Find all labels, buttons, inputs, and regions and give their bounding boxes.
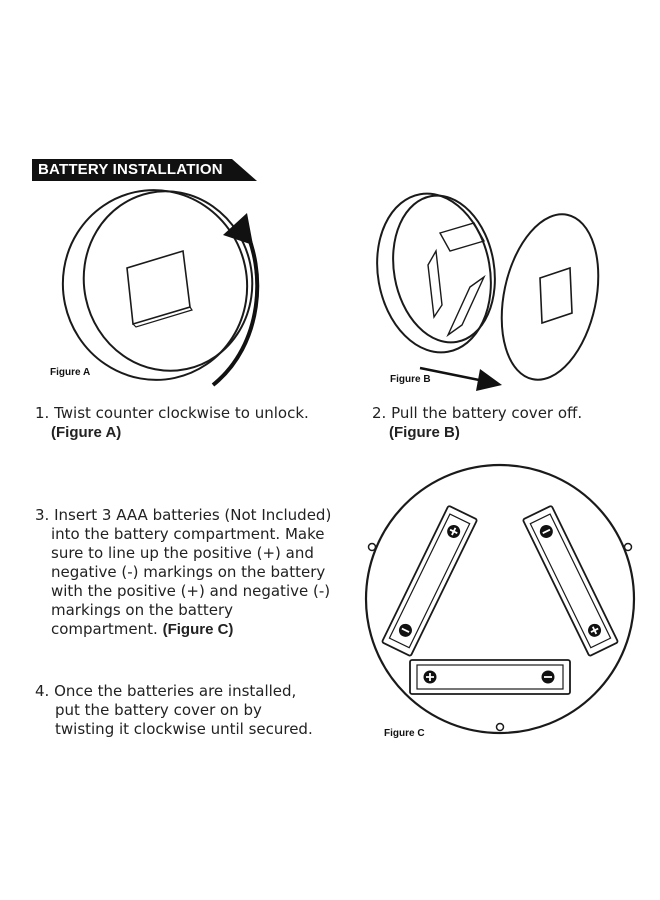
- step-3-number: 3.: [35, 506, 50, 524]
- battery-plus-icon: [588, 623, 602, 637]
- step-2-ref: (Figure B): [389, 424, 460, 441]
- page-title: BATTERY INSTALLATION: [38, 161, 223, 178]
- figure-b-diagram: [376, 192, 600, 391]
- step-3-line-1: Insert 3 AAA batteries (Not Included): [54, 506, 332, 524]
- figure-c-label: Figure C: [384, 728, 425, 739]
- battery-left: [381, 505, 478, 657]
- title-banner: [32, 159, 257, 181]
- step-4: 4. Once the batteries are installed, put…: [35, 682, 313, 739]
- step-1-text: Twist counter clockwise to unlock.: [54, 404, 309, 422]
- step-1-number: 1.: [35, 404, 50, 422]
- rotate-arrow-icon: [211, 213, 260, 387]
- battery-plus-icon: [423, 670, 437, 684]
- step-2-number: 2.: [372, 404, 387, 422]
- battery-plus-icon: [447, 524, 461, 538]
- step-2: 2. Pull the battery cover off. (Figure B…: [372, 404, 582, 442]
- step-3-line-3: sure to line up the positive (+) and: [51, 544, 314, 562]
- step-2-text: Pull the battery cover off.: [391, 404, 583, 422]
- step-3-ref: (Figure C): [162, 621, 234, 638]
- figure-a-label: Figure A: [50, 367, 91, 378]
- battery-minus-icon: [541, 670, 555, 684]
- step-4-line-1: Once the batteries are installed,: [54, 682, 297, 700]
- step-3-line-5: with the positive (+) and negative (-): [51, 582, 331, 600]
- step-3: 3. Insert 3 AAA batteries (Not Included)…: [35, 506, 331, 639]
- step-3-line-6: markings on the battery: [51, 601, 234, 619]
- battery-minus-icon: [539, 524, 553, 538]
- pull-arrow-icon: [419, 366, 502, 391]
- battery-right: [522, 505, 619, 657]
- figure-c-diagram: [364, 463, 636, 735]
- step-3-line-2: into the battery compartment. Make: [51, 525, 325, 543]
- step-4-line-3: twisting it clockwise until secured.: [55, 720, 313, 738]
- battery-minus-icon: [398, 623, 412, 637]
- step-4-line-2: put the battery cover on by: [55, 701, 262, 719]
- step-4-number: 4.: [35, 682, 50, 700]
- figure-a-diagram: [61, 189, 260, 387]
- step-3-line-7: compartment.: [51, 620, 158, 638]
- step-3-line-4: negative (-) markings on the battery: [51, 563, 326, 581]
- battery-bottom: [409, 659, 571, 695]
- figure-b-label: Figure B: [390, 374, 431, 385]
- step-1: 1. Twist counter clockwise to unlock. (F…: [35, 404, 309, 442]
- step-1-ref: (Figure A): [51, 424, 122, 441]
